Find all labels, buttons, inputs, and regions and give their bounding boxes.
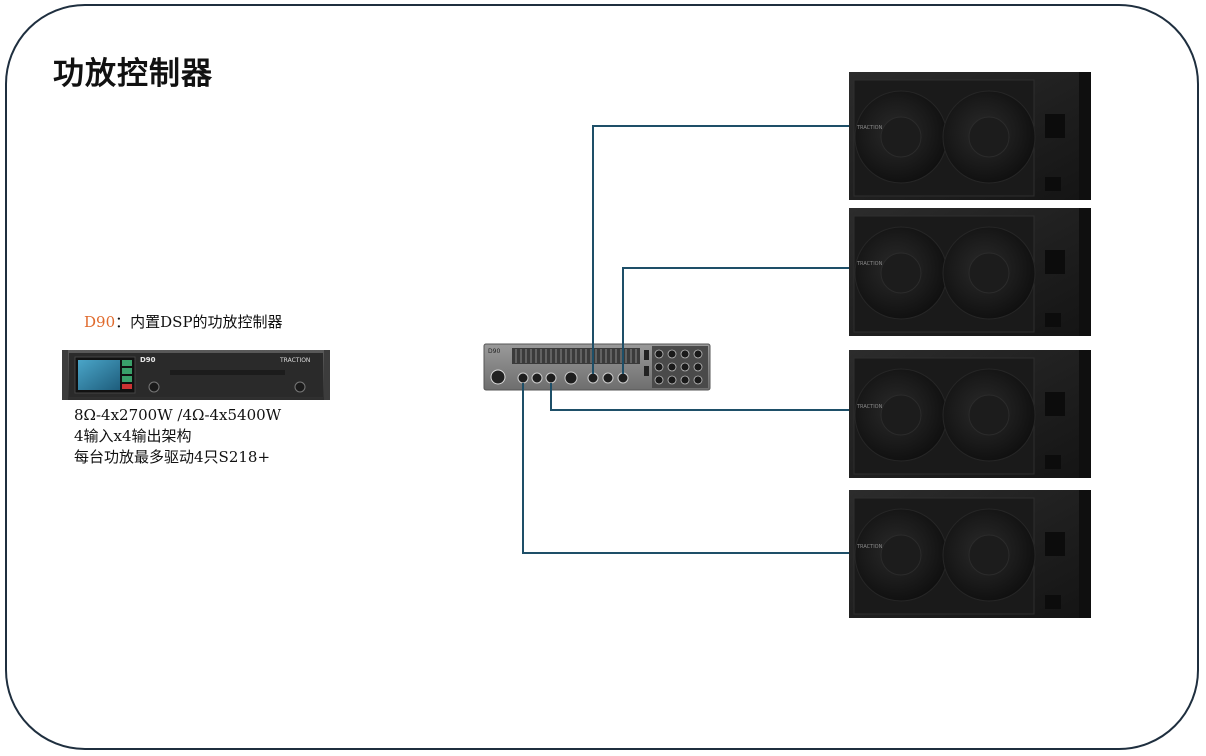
speaker-cabinet-3: TRACTION xyxy=(848,349,1092,479)
speaker-cabinet-1: TRACTION xyxy=(848,71,1092,201)
caption-separator: ： xyxy=(115,313,131,331)
amplifier-rear-panel: D90 xyxy=(483,343,711,391)
speaker-brand-1: TRACTION xyxy=(856,125,883,131)
slide-frame xyxy=(5,4,1199,750)
spec-list: 8Ω-4x2700W /4Ω-4x5400W 4输入x4输出架构 每台功放最多驱… xyxy=(74,405,281,468)
spec-drive: 每台功放最多驱动4只S218+ xyxy=(74,448,271,466)
cable-speaker-1 xyxy=(592,125,849,374)
front-panel-model-label: D90 xyxy=(140,356,156,364)
cable-speaker-2 xyxy=(622,267,849,374)
cable-speaker-4 xyxy=(522,383,849,554)
amplifier-front-panel: D90 TRACTION xyxy=(62,350,330,400)
speaker-brand-3: TRACTION xyxy=(856,404,883,410)
speaker-cabinet-2: TRACTION xyxy=(848,207,1092,337)
speaker-brand-2: TRACTION xyxy=(856,261,883,267)
front-panel-brand-label: TRACTION xyxy=(279,357,310,364)
device-model: D90 xyxy=(84,313,116,331)
speaker-cabinet-4: TRACTION xyxy=(848,489,1092,619)
device-description: 内置DSP的功放控制器 xyxy=(130,313,283,331)
speaker-brand-4: TRACTION xyxy=(856,544,883,550)
page-title: 功放控制器 xyxy=(53,56,213,92)
speaker-cables xyxy=(522,125,849,554)
spec-io: 4输入x4输出架构 xyxy=(74,427,192,445)
rear-panel-model-label: D90 xyxy=(488,348,500,355)
spec-power: 8Ω-4x2700W /4Ω-4x5400W xyxy=(74,406,282,424)
cable-speaker-3 xyxy=(550,383,849,411)
device-caption: D90：内置DSP的功放控制器 xyxy=(84,311,283,332)
